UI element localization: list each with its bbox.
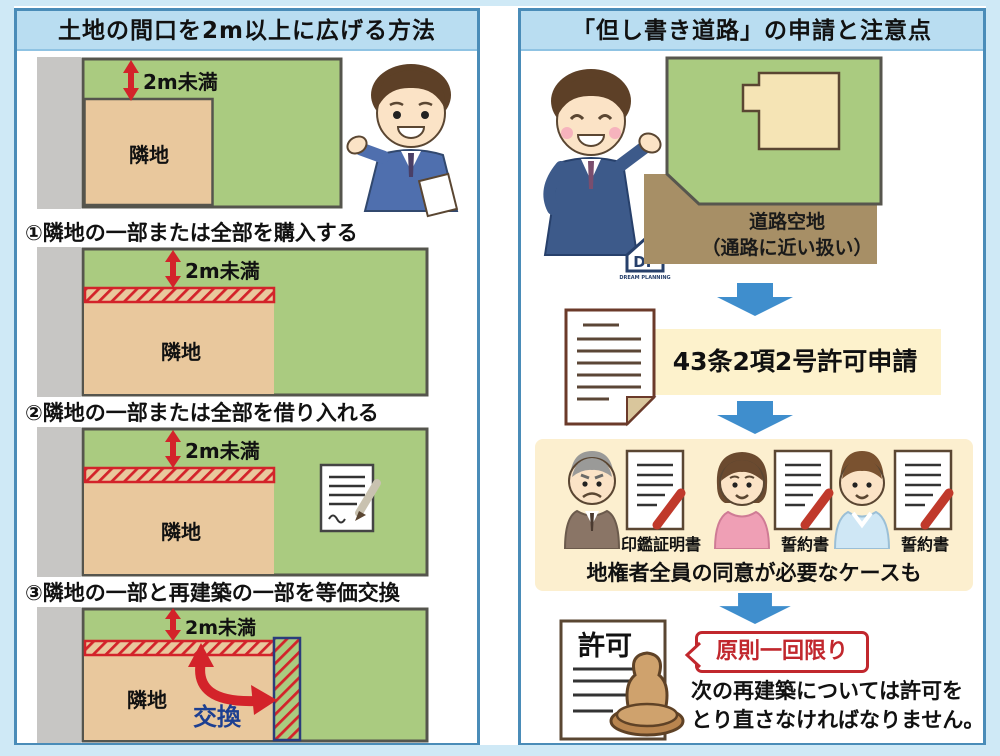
road-label-line1: 道路空地 — [749, 210, 825, 233]
road-label-line2: （通路に近い扱い） — [701, 236, 872, 259]
seal-certificate-label: 印鑑証明書 — [620, 535, 701, 554]
road-strip — [37, 427, 81, 577]
right-panel-title: 「但し書き道路」の申請と注意点 — [521, 11, 983, 51]
elder-landowner-illustration — [563, 451, 621, 549]
exchanged-strip-horizontal — [83, 639, 276, 657]
application-banner: 43条2項2号許可申請 — [649, 329, 941, 395]
flow-arrow-down-icon — [717, 401, 793, 434]
left-panel-title: 土地の間口を2m以上に広げる方法 — [17, 11, 477, 51]
exchanged-strip-vertical — [272, 636, 302, 742]
method3-diagram: 2m未満 隣地 交換 — [37, 607, 429, 743]
consent-note: 地権者全員の同意が必要なケースも — [586, 561, 922, 585]
neighbor-land — [84, 301, 274, 394]
method3-heading: ③隣地の一部と再建築の一部を等価交換 — [25, 581, 400, 605]
permit-note-line1: 次の再建築については許可を — [691, 679, 963, 703]
method2-heading: ②隣地の一部または全部を借り入れる — [25, 401, 379, 425]
written-oath-label: 誓約書 — [780, 535, 829, 554]
neighbor-label: 隣地 — [161, 340, 201, 364]
neighbor-label: 隣地 — [161, 520, 201, 544]
leased-strip — [83, 466, 276, 484]
method1-diagram: 2m未満 隣地 — [37, 247, 429, 397]
permit-note: 次の再建築については許可を とり直さなければなりません。 — [691, 677, 986, 735]
exchange-arrow-icon — [188, 643, 277, 715]
seal-certificate-icon — [625, 449, 686, 531]
agent-illustration: DP DREAM PLANNING — [543, 69, 671, 281]
gap-arrow-icon — [123, 60, 139, 101]
gap-arrow-icon — [165, 608, 181, 641]
flow-arrow-down-icon — [719, 593, 791, 625]
gap-arrow-icon — [165, 430, 181, 468]
site-map: 道路空地 （通路に近い扱い） — [644, 56, 883, 264]
permit-document-icon: 許可 — [559, 619, 685, 741]
intro-land-diagram: 2m未満 隣地 — [37, 57, 343, 209]
consent-panel: 印鑑証明書 誓約書 — [535, 439, 973, 591]
left-panel: 土地の間口を2m以上に広げる方法 2m未満 隣地 — [14, 8, 480, 746]
application-document-icon — [564, 308, 657, 427]
written-oath-icon — [893, 449, 954, 531]
gap-label: 2m未満 — [185, 616, 256, 639]
building-plot — [741, 71, 841, 151]
neighbor-label: 隣地 — [127, 688, 167, 712]
right-panel: 「但し書き道路」の申請と注意点 DP DREAM PLANNING — [518, 8, 986, 746]
hanko-stamp-icon — [609, 651, 685, 737]
road-strip — [37, 57, 81, 209]
exchange-label: 交換 — [193, 703, 242, 731]
neighbor-land — [84, 481, 274, 574]
written-oath-label: 誓約書 — [900, 535, 949, 554]
man-landowner-illustration — [833, 451, 891, 549]
permit-doc-label: 許可 — [578, 631, 632, 662]
neighbor-land — [83, 97, 214, 207]
purchased-strip — [83, 286, 276, 304]
neighbor-label: 隣地 — [129, 143, 169, 167]
bubble-tail-icon — [684, 641, 702, 669]
road-strip — [37, 607, 81, 743]
once-only-bubble: 原則一回限り — [684, 631, 869, 673]
contract-icon — [319, 463, 381, 533]
road-strip — [37, 247, 81, 397]
method2-diagram: 2m未満 隣地 — [37, 427, 429, 577]
gap-arrow-icon — [165, 250, 181, 288]
dp-logo-subtext: DREAM PLANNING — [619, 275, 670, 281]
permit-note-line2: とり直さなければなりません。 — [691, 708, 985, 732]
method1-heading: ①隣地の一部または全部を購入する — [25, 221, 358, 245]
once-only-text: 原則一回限り — [715, 639, 848, 664]
advisor-illustration — [346, 64, 459, 218]
gap-label: 2m未満 — [143, 70, 218, 94]
written-oath-icon — [773, 449, 834, 531]
gap-label: 2m未満 — [185, 259, 260, 283]
woman-landowner-illustration — [713, 452, 771, 549]
gap-label: 2m未満 — [185, 439, 260, 463]
flow-arrow-down-icon — [717, 283, 793, 316]
